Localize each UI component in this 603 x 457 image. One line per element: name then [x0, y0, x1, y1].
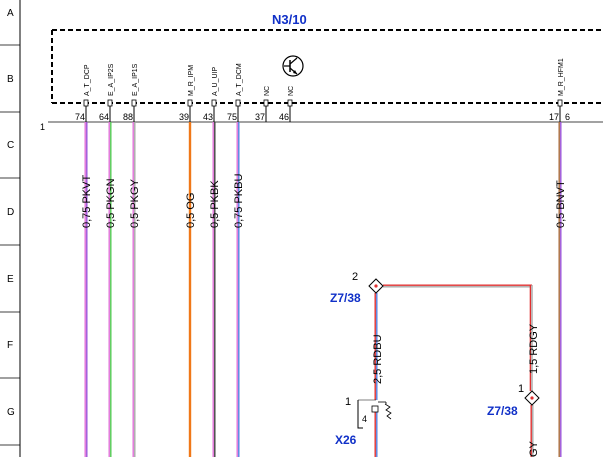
module-title: N3/10 — [272, 12, 307, 27]
wire-segment-rdbu[interactable] — [374, 293, 378, 400]
transistor-icon — [282, 55, 304, 77]
module-left-index: 1 — [40, 122, 45, 132]
splice-top-label: Z7/38 — [330, 291, 361, 305]
wire-label: 0,75 PKBU — [233, 174, 245, 228]
connector-x26[interactable] — [357, 399, 392, 429]
wire-label-rdgy: 1,5 RDGY — [528, 323, 540, 374]
x26-pin-number: 1 — [345, 396, 351, 408]
pin-46: NC 46 — [279, 86, 295, 122]
wire-label: 0,5 PKGN — [105, 178, 117, 228]
wire-64[interactable] — [108, 122, 112, 457]
pin-37: NC 37 — [255, 86, 271, 122]
row-label-g: G — [7, 407, 15, 418]
wire-43[interactable] — [212, 122, 216, 457]
row-label-c: C — [7, 140, 14, 151]
pin-number: 75 — [227, 112, 237, 122]
pin-number: 88 — [123, 112, 133, 122]
splice-right[interactable] — [524, 390, 540, 406]
pin-75: A_T_DCM 75 0,75 PKBU — [227, 63, 245, 457]
signal-label: A_T_DCP — [84, 64, 91, 96]
signal-label: E_A_IP2S — [108, 63, 115, 96]
signal-label: NC — [264, 86, 271, 96]
pin-number: 6 — [565, 112, 570, 122]
wire-segment-rdgy-vertical[interactable] — [529, 285, 533, 391]
row-label-f: F — [7, 340, 13, 351]
wire-label: 0,75 PKVT — [81, 175, 93, 228]
row-border — [0, 0, 21, 457]
wire-label-rdbu: 2,5 RDBU — [372, 334, 384, 384]
pin-number: 17 — [549, 112, 559, 122]
pin-64: E_A_IP2S 64 0,5 PKGN — [99, 63, 117, 457]
wire-segment-rdgy-horizontal[interactable] — [383, 284, 532, 288]
module-box — [51, 29, 603, 104]
pin-number: 43 — [203, 112, 213, 122]
rdbu-wire — [374, 293, 378, 457]
x26-label: X26 — [335, 433, 357, 447]
splice-top-number: 2 — [352, 271, 358, 283]
signal-label: M_R_IPM — [188, 65, 195, 96]
pin-43: A_U_UIP 43 0,5 PKBK — [203, 66, 221, 457]
wire-label: 0,5 PKBK — [209, 180, 221, 228]
pin-17: M_R_HFM1 17 0,5 BNVT — [549, 58, 567, 457]
wire-segment-rdbu-lower[interactable] — [374, 412, 378, 457]
wire-74[interactable] — [84, 122, 88, 457]
pin-number: 46 — [279, 112, 289, 122]
signal-label: NC — [288, 86, 295, 96]
splice-right-number: 1 — [518, 383, 524, 395]
wire-17[interactable] — [558, 122, 562, 457]
pin-number: 64 — [99, 112, 109, 122]
splice-top[interactable] — [368, 278, 384, 294]
signal-label: A_T_DCM — [236, 63, 243, 96]
wire-segment-rdgy-lower[interactable] — [530, 405, 534, 457]
wire-88[interactable] — [132, 122, 136, 457]
row-label-e: E — [7, 274, 14, 285]
x26-inner-number: 4 — [362, 414, 367, 424]
splice-right-label: Z7/38 — [487, 404, 518, 418]
pin-number: 74 — [75, 112, 85, 122]
wire-75[interactable] — [236, 122, 240, 457]
signal-label: E_A_IP1S — [132, 63, 139, 96]
pin-74: A_T_DCP 74 0,75 PKVT — [75, 64, 93, 457]
pin-39: M_R_IPM 39 0,5 OG — [179, 65, 197, 457]
signal-label: A_U_UIP — [212, 66, 219, 96]
pin-88: E_A_IP1S 88 0,5 PKGY — [123, 63, 141, 457]
wire-label: 0,5 OG — [185, 193, 197, 228]
signal-label: M_R_HFM1 — [558, 58, 565, 96]
rdgy-wire — [383, 284, 534, 457]
row-label-d: D — [7, 207, 14, 218]
pin-6: 6 — [565, 112, 570, 122]
row-label-b: B — [7, 74, 14, 85]
wire-label: 0,5 PKGY — [129, 178, 141, 228]
pin-number: 37 — [255, 112, 265, 122]
wire-label: 0,5 BNVT — [555, 180, 567, 228]
wire-label-gy: GY — [528, 440, 540, 457]
pin-number: 39 — [179, 112, 189, 122]
row-label-a: A — [7, 8, 14, 19]
